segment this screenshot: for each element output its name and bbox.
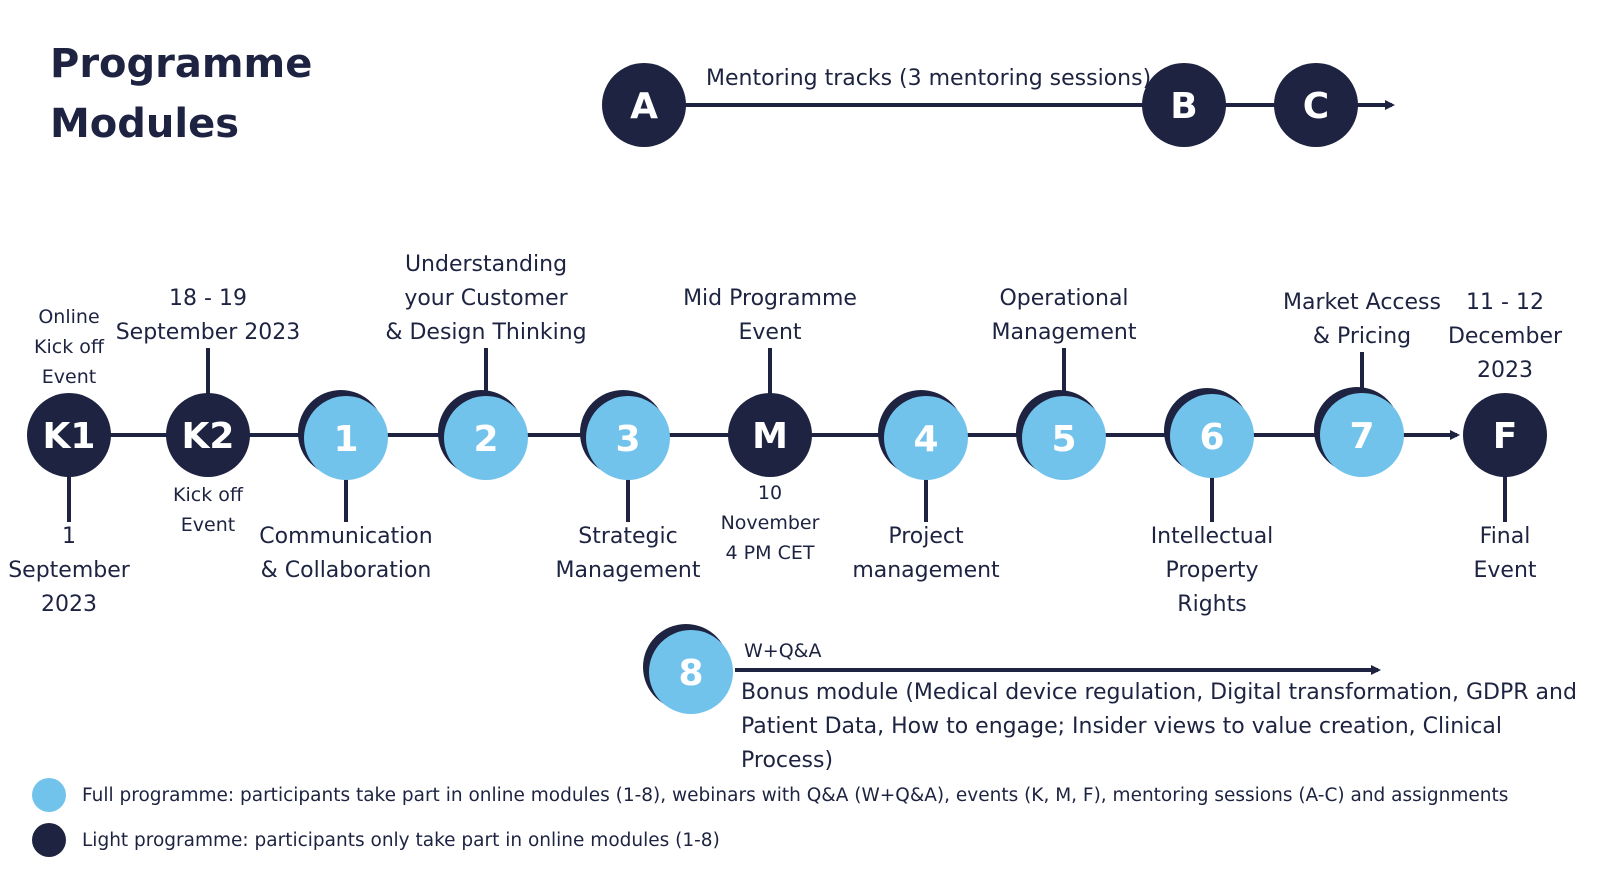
bonus-module-description: Bonus module (Medical device regulation,… <box>741 680 1577 773</box>
label-above-k1: Online Kick off Event <box>34 306 104 388</box>
timeline-node-k1-circle <box>27 393 111 477</box>
timeline-node-6-circle <box>1170 394 1254 478</box>
title-line-2: Modules <box>50 101 240 147</box>
legend-light-programme-text: Light programme: participants only take … <box>82 829 720 851</box>
timeline-node-m: M <box>728 393 812 477</box>
label-above-5: Operational Management <box>991 286 1137 345</box>
mentoring-tracks-label: Mentoring tracks (3 mentoring sessions) <box>706 66 1152 91</box>
timeline-node-k2-label: K2 <box>182 416 235 457</box>
legend-dark-dot <box>32 823 66 857</box>
timeline-node-1: 1 <box>298 390 388 480</box>
timeline-node-f: F <box>1463 393 1547 477</box>
timeline-node-5: 5 <box>1016 390 1106 480</box>
mentoring-node-b-circle <box>1142 63 1226 147</box>
bonus-node-8: 8 <box>643 624 733 714</box>
timeline-node-f-circle <box>1463 393 1547 477</box>
mentoring-node-a: A <box>602 63 686 147</box>
timeline-node-7-circle <box>1320 393 1404 477</box>
timeline-node-1-circle <box>304 396 388 480</box>
legend-light-dot <box>32 778 66 812</box>
timeline-node-6: 6 <box>1164 388 1254 478</box>
title-line-1: Programme <box>50 41 313 87</box>
legend-light-programme: Light programme: participants only take … <box>32 822 720 858</box>
timeline-node-3-label: 3 <box>615 419 640 460</box>
timeline-node-4: 4 <box>878 390 968 480</box>
mentoring-node-a-label: A <box>630 86 658 127</box>
timeline-node-2: 2 <box>438 390 528 480</box>
timeline-node-1-label: 1 <box>333 419 358 460</box>
timeline-node-k1: K1 <box>27 393 111 477</box>
label-below-6: Intellectual Property Rights <box>1150 524 1274 617</box>
timeline-node-k2-circle <box>166 393 250 477</box>
mentoring-node-c-circle <box>1274 63 1358 147</box>
label-above-m: Mid Programme Event <box>683 286 857 345</box>
timeline-node-5-circle <box>1022 396 1106 480</box>
label-below-4: Project management <box>852 524 1000 583</box>
timeline-node-2-label: 2 <box>473 419 498 460</box>
timeline-node-6-label: 6 <box>1199 417 1224 458</box>
bonus-node-8-label: 8 <box>678 653 703 694</box>
timeline-node-k1-label: K1 <box>43 416 96 457</box>
bonus-tag-label: W+Q&A <box>744 640 822 662</box>
mentoring-node-b-label: B <box>1170 86 1197 127</box>
timeline-node-3: 3 <box>580 390 670 480</box>
label-below-f: Final Event <box>1473 524 1537 583</box>
legend-full-programme: Full programme: participants take part i… <box>32 777 1508 813</box>
label-below-k1: 1 September 2023 <box>8 524 130 617</box>
timeline-node-2-circle <box>444 396 528 480</box>
legend-full-programme-text: Full programme: participants take part i… <box>82 784 1509 806</box>
mentoring-node-a-circle <box>602 63 686 147</box>
mentoring-node-b: B <box>1142 63 1226 147</box>
page-title: Programme Modules <box>50 34 312 154</box>
label-below-1: Communication & Collaboration <box>259 524 433 583</box>
timeline-node-5-label: 5 <box>1051 419 1076 460</box>
timeline-node-3-circle <box>586 396 670 480</box>
timeline-node-f-label: F <box>1493 416 1518 457</box>
timeline-node-m-label: M <box>752 416 788 457</box>
timeline-node-7-label: 7 <box>1349 416 1374 457</box>
timeline-node-k2: K2 <box>166 393 250 477</box>
timeline-node-4-circle <box>884 396 968 480</box>
label-above-2: Understanding your Customer & Design Thi… <box>385 252 587 345</box>
timeline-node-m-circle <box>728 393 812 477</box>
mentoring-node-c-label: C <box>1303 86 1329 127</box>
label-above-f: 11 - 12 December 2023 <box>1447 290 1563 383</box>
label-above-7: Market Access & Pricing <box>1283 290 1441 349</box>
label-above-k2: 18 - 19 September 2023 <box>115 286 301 345</box>
label-below-3: Strategic Management <box>555 524 701 583</box>
mentoring-node-c: C <box>1274 63 1358 147</box>
timeline-node-7: 7 <box>1314 387 1404 477</box>
label-below-k2: Kick off Event <box>173 484 243 536</box>
bonus-node-8-circle <box>649 630 733 714</box>
label-below-m: 10 November 4 PM CET <box>720 482 820 564</box>
timeline-node-4-label: 4 <box>913 419 938 460</box>
